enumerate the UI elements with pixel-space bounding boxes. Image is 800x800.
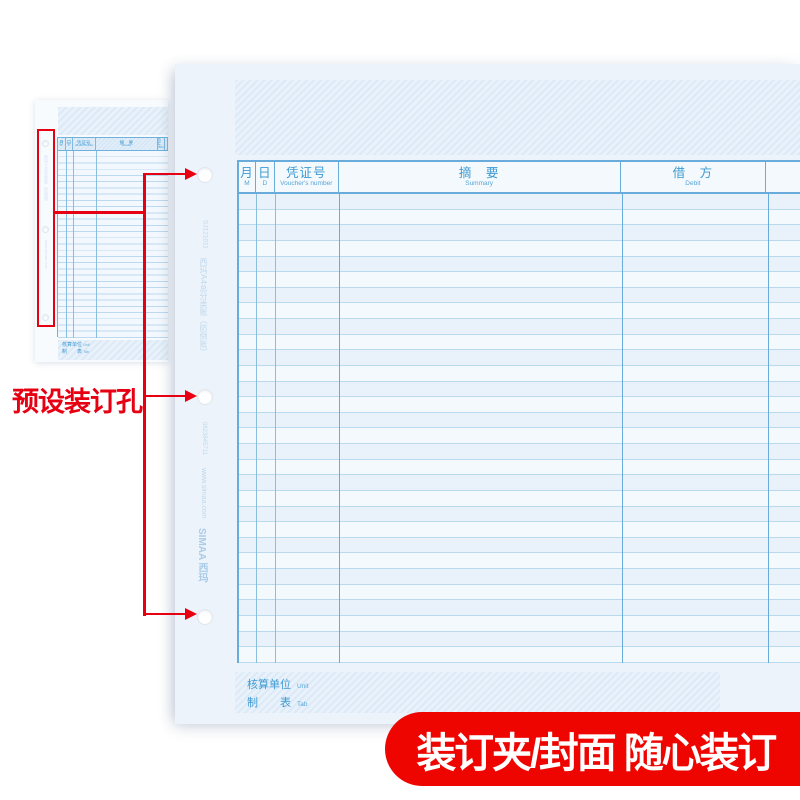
column-divider — [66, 151, 67, 338]
column-divider — [256, 194, 257, 663]
column-header-extra — [766, 162, 800, 192]
table-row — [239, 631, 800, 648]
margin-product-name: 西玛A4总分类账（防倒账） — [199, 258, 208, 356]
table-row — [239, 194, 800, 210]
table-row — [239, 319, 800, 335]
table-row — [239, 272, 800, 288]
binding-hole — [197, 389, 213, 405]
table-row — [239, 647, 800, 663]
table-row — [239, 303, 800, 319]
table-row — [239, 615, 800, 632]
table-row — [239, 256, 800, 273]
arrow-line — [146, 394, 186, 397]
binding-holes-label: 预设装订孔 — [12, 387, 143, 417]
table-row — [239, 287, 800, 304]
promo-banner-text: 装订夹/封面 随心装订 — [416, 730, 777, 776]
header-band — [235, 80, 800, 155]
thumbnail-table-body — [58, 151, 168, 338]
table-row — [239, 334, 800, 351]
connector-line — [143, 173, 146, 616]
column-divider — [339, 194, 340, 663]
column-divider — [275, 194, 276, 663]
margin-website: www.simaa.com — [200, 468, 207, 519]
thumbnail-margin-text: 西玛A4总分类账（防倒账） — [44, 155, 49, 204]
table-row — [239, 412, 800, 429]
table-row — [239, 459, 800, 476]
arrow-line — [144, 612, 186, 615]
binding-hole — [197, 609, 213, 625]
simaa-logo: SIMAA 西玛 — [196, 528, 207, 583]
ledger-page: SJ121011 西玛A4总分类账（防倒账） 0823845711 www.si… — [175, 64, 800, 724]
column-divider — [622, 194, 623, 663]
table-row — [239, 209, 800, 226]
thumbnail-margin-text: www.simaa.com — [44, 240, 49, 269]
margin-product-code: SJ121011 — [201, 220, 209, 249]
table-row — [239, 225, 800, 241]
column-divider — [768, 194, 769, 663]
table-row — [239, 350, 800, 366]
table-row — [239, 381, 800, 398]
table-row — [239, 569, 800, 585]
binding-hole — [42, 140, 49, 147]
table-row — [239, 490, 800, 507]
table-row — [239, 444, 800, 460]
table-body — [239, 194, 800, 663]
thumbnail-footer-unit: 核算单位 Unit — [62, 342, 90, 348]
arrow-head-icon — [185, 608, 197, 620]
thumbnail-header-band — [58, 107, 168, 135]
arrow-line — [144, 172, 186, 175]
margin-barcode-number: 0823845711 — [201, 422, 207, 455]
binding-hole — [197, 167, 213, 183]
thumbnail-footer-band: 核算单位 Unit 制 表 Tab — [58, 340, 168, 360]
connector-line — [54, 211, 144, 214]
binding-holes-highlight-box — [37, 129, 55, 327]
arrow-head-icon — [185, 390, 197, 402]
table-row — [239, 584, 800, 601]
table-row — [239, 365, 800, 382]
column-divider — [96, 151, 97, 338]
table-row — [239, 397, 800, 413]
table-row — [239, 240, 800, 257]
table-row — [239, 522, 800, 538]
binding-hole — [42, 314, 49, 321]
thumbnail-footer-tab: 制 表 Tab — [62, 349, 90, 355]
table-row — [239, 600, 800, 616]
binding-hole — [42, 226, 49, 233]
table-row — [239, 428, 800, 444]
table-row — [239, 506, 800, 523]
column-divider — [73, 151, 74, 338]
column-header-extra — [165, 138, 168, 150]
arrow-head-icon — [185, 168, 197, 180]
table-row — [239, 537, 800, 554]
promo-banner: 装订夹/封面 随心装订 — [385, 712, 800, 786]
table-row — [239, 475, 800, 491]
table-row — [239, 553, 800, 569]
